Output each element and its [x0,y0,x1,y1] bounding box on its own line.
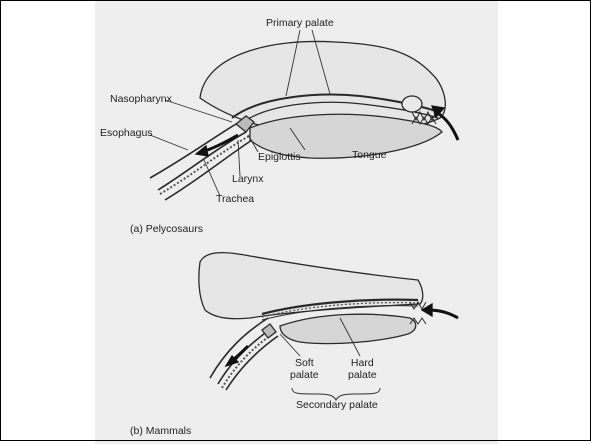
slide: Primary palate Nasopharynx Esophagus Epi… [0,0,594,444]
slide-border [0,0,591,441]
